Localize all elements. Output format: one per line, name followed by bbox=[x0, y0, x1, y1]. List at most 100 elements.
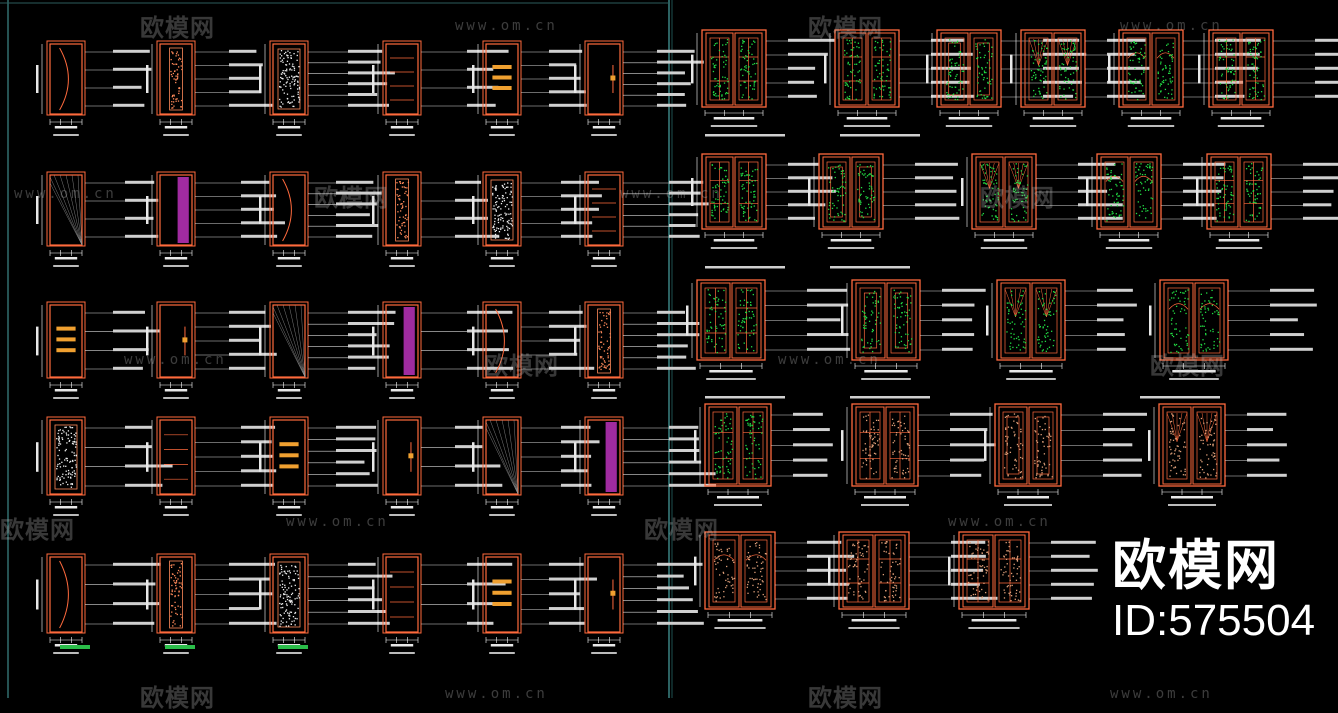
glass-dot bbox=[600, 332, 603, 334]
glass-dot bbox=[1144, 189, 1147, 191]
annotation-text-bar bbox=[942, 333, 975, 337]
glass-dot bbox=[753, 81, 755, 83]
glass-dot bbox=[1207, 307, 1209, 310]
glass-dot bbox=[500, 213, 502, 216]
glass-dot bbox=[850, 42, 852, 44]
glass-dot bbox=[1115, 213, 1117, 215]
annotation-text-bar bbox=[348, 621, 390, 625]
glass-dot bbox=[1233, 73, 1235, 75]
glass-dot bbox=[280, 594, 282, 596]
glass-dot bbox=[752, 63, 754, 66]
glass-dot bbox=[64, 450, 66, 452]
glass-dot bbox=[60, 484, 62, 486]
glass-dot bbox=[851, 49, 854, 51]
glass-dot bbox=[600, 357, 602, 359]
glass-dot bbox=[854, 564, 856, 567]
glass-dot bbox=[891, 594, 894, 597]
glass-dot bbox=[297, 84, 299, 87]
glass-dot bbox=[861, 211, 863, 214]
glass-dot bbox=[1017, 445, 1020, 447]
drawing-title-bar bbox=[276, 514, 302, 516]
annotation-text-bar bbox=[807, 596, 848, 600]
glass-dot bbox=[1219, 83, 1222, 85]
annotation-text-bar bbox=[1051, 596, 1092, 600]
glass-dot bbox=[1044, 423, 1046, 425]
glass-dot bbox=[281, 59, 284, 61]
glass-dot bbox=[401, 207, 403, 210]
glass-dot bbox=[1045, 60, 1048, 62]
glass-dot bbox=[492, 194, 494, 196]
glass-dot bbox=[1005, 453, 1008, 455]
glass-dot bbox=[279, 105, 281, 107]
annotation-text-bar bbox=[1247, 458, 1280, 462]
glass-dot bbox=[170, 615, 172, 617]
glass-dot bbox=[862, 462, 865, 464]
glass-dot bbox=[396, 194, 398, 196]
glass-dot bbox=[508, 213, 510, 215]
glass-dot bbox=[290, 102, 292, 104]
glass-dot bbox=[875, 49, 877, 51]
glass-dot bbox=[1034, 40, 1036, 42]
arch-panel bbox=[713, 554, 735, 561]
glass-dot bbox=[850, 558, 853, 560]
glass-dot bbox=[895, 590, 897, 592]
glass-dot bbox=[1015, 592, 1017, 595]
annotation-text-bar bbox=[1247, 412, 1287, 416]
inner-panel bbox=[977, 42, 990, 96]
glass-dot bbox=[1259, 177, 1261, 179]
glass-dot bbox=[510, 223, 513, 225]
glass-dot bbox=[297, 607, 299, 610]
glass-dot bbox=[286, 60, 289, 62]
glass-dot bbox=[712, 63, 714, 65]
glass-dot bbox=[889, 48, 892, 50]
glass-dot bbox=[865, 464, 868, 466]
glass-dot bbox=[290, 611, 293, 613]
glass-dot bbox=[1217, 311, 1220, 313]
glass-dot bbox=[981, 74, 983, 76]
annotation-text-bar bbox=[455, 445, 483, 449]
glass-dot bbox=[1219, 57, 1222, 59]
glass-dot bbox=[172, 625, 174, 627]
glass-dot bbox=[751, 577, 753, 580]
glass-dot bbox=[871, 446, 873, 448]
glass-dot bbox=[879, 322, 881, 324]
drawing-title-bar bbox=[861, 378, 911, 380]
single-door-elevation bbox=[574, 301, 700, 399]
glass-dot bbox=[991, 46, 993, 48]
glass-dot bbox=[1174, 460, 1176, 462]
glass-dot bbox=[893, 468, 895, 470]
glass-dot bbox=[1169, 80, 1172, 82]
glass-dot bbox=[760, 556, 762, 558]
glass-dot bbox=[1024, 318, 1027, 320]
annotation-text-bar bbox=[951, 554, 986, 558]
glass-dot bbox=[949, 85, 951, 88]
glass-dot bbox=[1008, 541, 1010, 543]
glass-dot bbox=[850, 49, 852, 51]
glass-dot bbox=[750, 317, 753, 319]
glass-dot bbox=[1254, 90, 1256, 93]
glass-dot bbox=[1011, 218, 1013, 220]
annotation-text-bar bbox=[549, 366, 595, 370]
glass-dot bbox=[892, 586, 894, 588]
glass-dot bbox=[1050, 314, 1052, 317]
single-door-elevation bbox=[259, 416, 378, 516]
glass-dot bbox=[758, 594, 760, 596]
glass-dot bbox=[501, 197, 504, 199]
dimension-text-bar bbox=[277, 506, 301, 509]
annotation-text-bar bbox=[950, 473, 982, 477]
glass-dot bbox=[745, 311, 748, 314]
annotation-text-bar bbox=[669, 425, 699, 429]
glass-dot bbox=[1047, 446, 1049, 448]
door-frame bbox=[156, 416, 196, 496]
glass-dot bbox=[1021, 476, 1024, 478]
glass-dot bbox=[492, 192, 494, 195]
glass-dot bbox=[726, 548, 728, 550]
glass-dot bbox=[1007, 414, 1009, 417]
glass-dot bbox=[1171, 420, 1173, 423]
glass-dot bbox=[725, 586, 727, 589]
glass-dot bbox=[1212, 445, 1214, 447]
glass-dot bbox=[1251, 163, 1253, 165]
glass-dot bbox=[746, 71, 749, 73]
glass-dot bbox=[1018, 182, 1020, 184]
glass-dot bbox=[1216, 337, 1219, 340]
